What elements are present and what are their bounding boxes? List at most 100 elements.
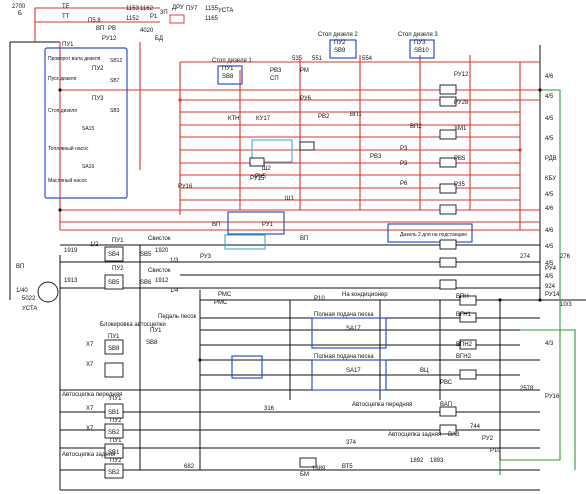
label: РУ12 — [102, 36, 117, 42]
label: РВ — [108, 26, 116, 32]
label: Стоп дизеля — [48, 108, 77, 114]
ku-panel — [227, 211, 285, 235]
label: БМ — [300, 472, 309, 478]
label: РУ28 — [454, 100, 469, 106]
switch-box — [104, 463, 124, 479]
label: РВЗ — [270, 68, 282, 74]
label: Ш1 — [285, 196, 294, 202]
label: 1889 — [312, 466, 326, 472]
label: 744 — [470, 424, 481, 430]
label: РУ3 — [200, 254, 212, 260]
label: 1893 — [430, 458, 444, 464]
label: ПУ1 — [112, 238, 124, 244]
label: ВАЗ — [448, 432, 460, 438]
labels: 2700 Б ТЕ ТТ П5.8 ВП РВ РУ12 1153 1152 1… — [12, 4, 572, 478]
label: ВГН2 — [456, 354, 472, 360]
sand-panel-2 — [311, 359, 387, 391]
label: SB8 — [146, 340, 158, 346]
relay-coil — [439, 183, 457, 194]
label: SB1 — [108, 410, 120, 416]
label: Р10 — [490, 448, 501, 454]
label: SB4 — [108, 252, 120, 258]
label: 1155 — [205, 6, 219, 12]
switch-box — [104, 423, 124, 439]
label: РУ16 — [545, 394, 560, 400]
components — [37, 14, 542, 479]
label: ПУ1 — [108, 334, 120, 340]
release-panel — [231, 355, 263, 379]
label: ПУ2 — [110, 418, 122, 424]
label: 374 — [346, 440, 357, 446]
label: 1/40 — [16, 288, 28, 294]
label: ВП — [16, 264, 24, 270]
label: 4/5 — [545, 192, 554, 198]
label: Полная подача песка — [314, 312, 374, 318]
label: 2578 — [520, 386, 534, 392]
label: 4/6 — [545, 74, 554, 80]
label: РУ12 — [454, 72, 469, 78]
label: СП — [270, 76, 279, 82]
label: ПУ2 — [334, 40, 346, 46]
relay-coil — [439, 406, 457, 417]
label: УСТА — [218, 8, 233, 14]
label: 554 — [362, 56, 373, 62]
label: РУ14 — [545, 292, 560, 298]
label: Полная подача песка — [314, 354, 374, 360]
label: РВС — [440, 380, 453, 386]
label: SB7 — [110, 78, 120, 84]
relay-coil — [459, 312, 477, 323]
label: 1920 — [155, 248, 169, 254]
label: SB6 — [140, 280, 152, 286]
label: ТТ — [62, 14, 70, 20]
label: 276 — [560, 254, 571, 260]
label: 4/5 — [545, 274, 554, 280]
relay-coil — [459, 339, 477, 350]
label: РУ2 — [482, 436, 494, 442]
label: 1912 — [155, 278, 169, 284]
switch-box — [104, 362, 124, 378]
relay-coil — [439, 424, 457, 435]
label: SB1 — [108, 450, 120, 456]
label: 1919 — [64, 248, 78, 254]
label: ПУ1 — [110, 438, 122, 444]
label: РВ3 — [370, 154, 382, 160]
label: РДВ — [545, 156, 557, 162]
label: ВПН — [456, 294, 469, 300]
panel-frames — [44, 39, 473, 391]
label: SA17 — [346, 326, 361, 332]
horn-symbol — [37, 281, 59, 303]
relay-coil — [439, 204, 457, 215]
label: 1162 — [140, 6, 154, 12]
label: ПУ1 — [150, 328, 162, 334]
sand-panel-1 — [311, 317, 387, 349]
label: 10/3 — [560, 302, 572, 308]
label: 316 — [264, 406, 275, 412]
stop-diesel-1-panel — [217, 65, 243, 85]
label: 5022 — [22, 296, 36, 302]
label: РЗ5 — [454, 182, 465, 188]
label: SB9 — [334, 48, 346, 54]
label: ПУ7 — [186, 6, 198, 12]
label: ВП — [96, 26, 104, 32]
label: На кондиционер — [342, 292, 388, 298]
label: ВПН2 — [456, 342, 473, 348]
label: РУ5 — [255, 174, 267, 180]
label: РУ1 — [262, 222, 274, 228]
label: РУ15 — [250, 176, 265, 182]
label: КУ17 — [256, 116, 271, 122]
label: Стоп дизеля 2 — [318, 32, 358, 38]
label: ВП1 — [350, 112, 362, 118]
label: SB12 — [110, 58, 122, 64]
label: ВП — [212, 222, 220, 228]
label: 1913 — [64, 278, 78, 284]
label: РМ — [300, 68, 309, 74]
label: 682 — [184, 464, 195, 470]
stop-diesel-3-panel — [409, 39, 435, 59]
label: РУ16 — [178, 184, 193, 190]
switch-box — [104, 443, 124, 459]
label: 1/4 — [170, 288, 179, 294]
relay-coil — [249, 157, 265, 167]
label: SB3 — [110, 108, 120, 114]
switch-box — [104, 246, 124, 262]
label: SB10 — [414, 48, 429, 54]
